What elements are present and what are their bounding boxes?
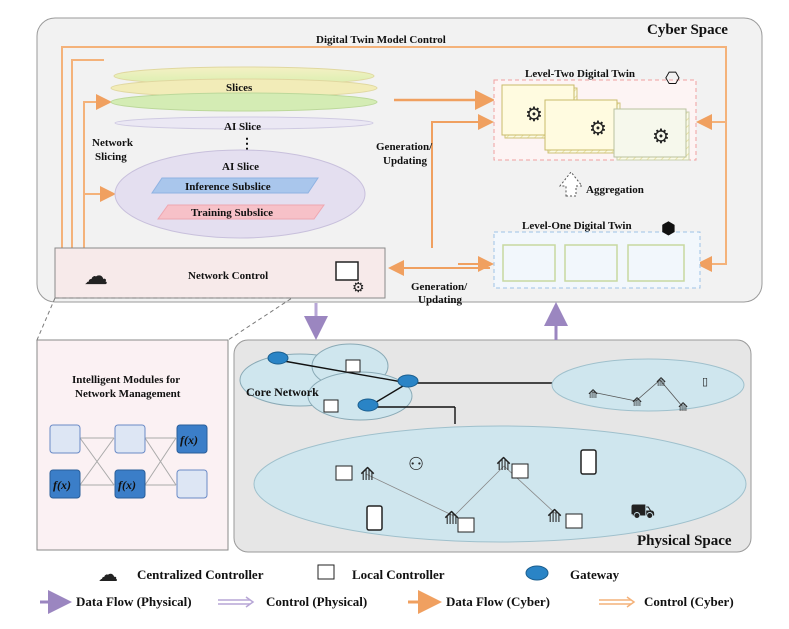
level-one-circuits (502, 244, 685, 282)
network-slicing-label-2: Slicing (95, 151, 127, 163)
data-file-icon: ⚙ (589, 118, 607, 140)
gateway-icon (397, 374, 419, 388)
network-control-label: Network Control (188, 270, 268, 282)
tower-icon: ⟰ (496, 454, 511, 474)
inference-label: Inference Subslice (185, 181, 271, 193)
function-icon-label: f(x) (118, 478, 136, 492)
local-controller-icon (323, 399, 339, 413)
phone-icon (366, 505, 383, 531)
tower-icon: ⟰ (656, 375, 666, 389)
local-controller-icon (511, 463, 529, 479)
model-control-label: Digital Twin Model Control (316, 34, 446, 46)
cyber-space-title: Cyber Space (647, 22, 728, 38)
slicing-arrows (83, 94, 116, 248)
function-icon (176, 424, 208, 454)
model-control-loop (61, 46, 727, 272)
gen-updating-lower-2: Updating (418, 294, 463, 306)
legend-control-physical: Control (Physical) (266, 594, 368, 609)
robot-icon: ⚇ (408, 454, 424, 474)
local-controller-icon (457, 517, 475, 533)
modules-links (79, 437, 177, 486)
centralized-controller-legend-icon: ☁ (98, 564, 118, 586)
gen-updating-upper-2: Updating (383, 155, 428, 167)
modules-title-2: Network Management (75, 388, 181, 400)
core-network-label: Core Network (246, 385, 319, 399)
legend-local-controller: Local Controller (352, 567, 445, 582)
function-icon (49, 469, 81, 499)
training-label: Training Subslice (191, 207, 273, 219)
network-slicing-label-1: Network (92, 137, 134, 149)
function-icon-label: f(x) (180, 433, 198, 447)
brain-gear-icon: ⬢ (661, 219, 676, 238)
tower-icon: ⟰ (678, 400, 688, 414)
level-two-cards (501, 84, 690, 161)
level-one-box (493, 231, 701, 289)
network-control-bar (54, 247, 386, 299)
gateway-icon (357, 398, 379, 412)
tower-icon: ⟰ (444, 508, 459, 528)
control-cyber-legend-arrow (599, 596, 636, 608)
tower-icon: ⟰ (360, 464, 375, 484)
training-subslice (157, 204, 325, 220)
data-file-icon: ⚙ (525, 104, 543, 126)
generation-arrows (388, 114, 494, 276)
local-controller-icon (335, 465, 353, 481)
local-controller-icon (345, 359, 361, 373)
local-controller-legend-icon (317, 564, 335, 580)
modules-title-1: Intelligent Modules for (72, 374, 180, 386)
legend-control-cyber: Control (Cyber) (644, 594, 734, 609)
car-icon: ⛟ (630, 501, 655, 523)
phone-icon: ▯ (702, 376, 708, 388)
neural-net-icon (176, 469, 208, 499)
slices-label: Slices (226, 82, 253, 94)
ai-slice-thin (114, 116, 374, 130)
access-network-area (253, 425, 747, 543)
neural-net-icon (114, 424, 146, 454)
tower-icon: ⟰ (547, 506, 562, 526)
phone-icon (580, 449, 597, 475)
control-physical-legend-arrow (218, 596, 255, 608)
remote-network-area (551, 358, 745, 412)
local-controller-icon (565, 513, 583, 529)
slice-layer-bottom (110, 92, 378, 112)
gateway-icon (267, 351, 289, 365)
tower-icon: ⟰ (588, 387, 598, 401)
tower-icon: ⟰ (632, 395, 642, 409)
aggregation-arrow (558, 171, 584, 197)
legend-data-flow-cyber: Data Flow (Cyber) (446, 594, 550, 609)
aggregation-label: Aggregation (586, 184, 644, 196)
gateway-legend-icon (525, 565, 549, 581)
brain-cloud-icon: ⎔ (665, 69, 680, 88)
inference-subslice (151, 177, 319, 194)
legend-gateway: Gateway (570, 567, 620, 582)
level-two-label: Level-Two Digital Twin (525, 68, 635, 80)
server-gear-icon (335, 261, 359, 281)
gen-updating-lower-1: Generation/ (411, 281, 468, 293)
gen-updating-upper-1: Generation/ (376, 141, 433, 153)
neural-net-icon (49, 424, 81, 454)
cloud-server-icon: ☁ (84, 264, 108, 290)
physical-space-title: Physical Space (637, 533, 732, 549)
ai-slice-label-1: AI Slice (224, 121, 261, 133)
slices-ellipsis: ⋮ (240, 137, 254, 152)
gear-icon: ⚙ (352, 281, 365, 296)
level-one-label: Level-One Digital Twin (522, 220, 632, 232)
remote-links (591, 379, 683, 407)
zoom-lines (36, 297, 294, 341)
ai-slice-label-2: AI Slice (222, 161, 259, 173)
function-icon (114, 469, 146, 499)
function-icon-label: f(x) (53, 478, 71, 492)
data-file-icon: ⚙ (652, 126, 670, 148)
legend-data-flow-physical: Data Flow (Physical) (76, 594, 192, 609)
legend-centralized-controller: Centralized Controller (137, 567, 264, 582)
